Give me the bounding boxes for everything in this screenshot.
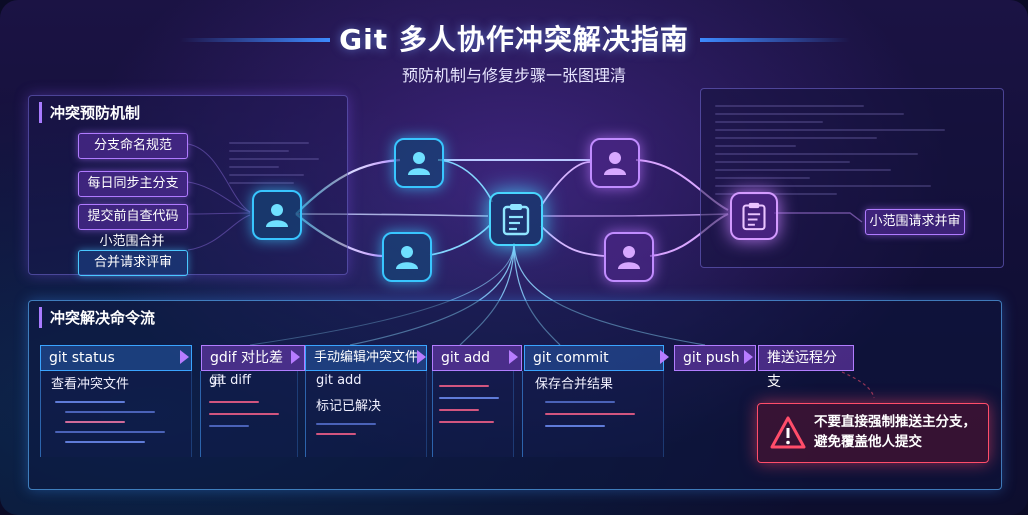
page-subtitle: 预防机制与修复步骤一张图理清 (401, 66, 626, 85)
merged-result-node (730, 192, 778, 240)
detail-column-add (432, 371, 514, 457)
prevention-item-small-merge: 小范围合并 (99, 234, 165, 249)
arrow-right-icon (509, 350, 518, 364)
step-gdif: gdif 对比差异 (201, 345, 305, 390)
repository-hub-node (489, 192, 543, 246)
step-git-push: git push (674, 345, 756, 371)
arrow-right-icon (417, 350, 426, 364)
title-decoration-left (180, 38, 330, 42)
detail-save-merge: 保存合并结果 (535, 377, 614, 392)
collaborator-node-top (394, 138, 444, 188)
prevention-item-branch-naming: 分支命名规范 (78, 133, 188, 159)
reviewer-node-bottom (604, 232, 654, 282)
detail-column-diff: git diff (200, 371, 298, 457)
editor-code-lines (715, 99, 985, 201)
prevention-panel: 冲突预防机制 (28, 95, 348, 275)
prevention-heading: 冲突预防机制 (39, 102, 140, 123)
arrow-right-icon (660, 350, 669, 364)
detail-column-status: 查看冲突文件 (40, 371, 192, 457)
user-icon (408, 152, 430, 175)
clipboard-icon (502, 204, 530, 236)
arrow-right-icon (180, 350, 189, 364)
detail-column-commit: 保存合并结果 (522, 371, 664, 457)
detail-view-conflicts: 查看冲突文件 (51, 377, 130, 392)
step-git-add: git add (432, 345, 522, 371)
commands-heading: 冲突解决命令流 (39, 307, 155, 328)
review-merge-chip: 小范围请求并审 (865, 209, 965, 235)
reviewer-node-top (590, 138, 640, 188)
detail-git-diff: git diff (209, 373, 251, 388)
page-title: Git 多人协作冲突解决指南 (339, 23, 689, 56)
detail-column-edit: git add 标记已解决 (305, 371, 427, 457)
step-edit-conflict: 手动编辑冲突文件 (305, 345, 427, 371)
detail-git-add: git add (316, 373, 362, 388)
prevention-item-self-review: 提交前自查代码 (78, 204, 188, 230)
step-push-remote: 推送远程分支 (758, 345, 854, 390)
title-decoration-right (700, 38, 850, 42)
warning-text: 不要直接强制推送主分支，避免覆盖他人提交 (814, 414, 976, 450)
step-git-status: git status (40, 345, 192, 371)
user-icon (266, 204, 288, 227)
prevention-item-daily-sync: 每日同步主分支 (78, 171, 188, 197)
developer-node (252, 190, 302, 240)
warning-triangle-icon (770, 416, 806, 449)
step-git-commit: git commit (524, 345, 664, 371)
prevention-item-mr-review: 合并请求评审 (78, 250, 188, 276)
user-icon (396, 246, 418, 269)
user-icon (618, 246, 640, 269)
arrow-right-icon (744, 350, 753, 364)
collaborator-node-bottom (382, 232, 432, 282)
code-editor-panel (700, 88, 1004, 268)
clipboard-icon (742, 202, 766, 231)
warning-box: 不要直接强制推送主分支，避免覆盖他人提交 (757, 403, 989, 463)
code-background (229, 136, 329, 190)
arrow-right-icon (291, 350, 300, 364)
detail-mark-resolved: 标记已解决 (316, 399, 382, 414)
user-icon (604, 152, 626, 175)
